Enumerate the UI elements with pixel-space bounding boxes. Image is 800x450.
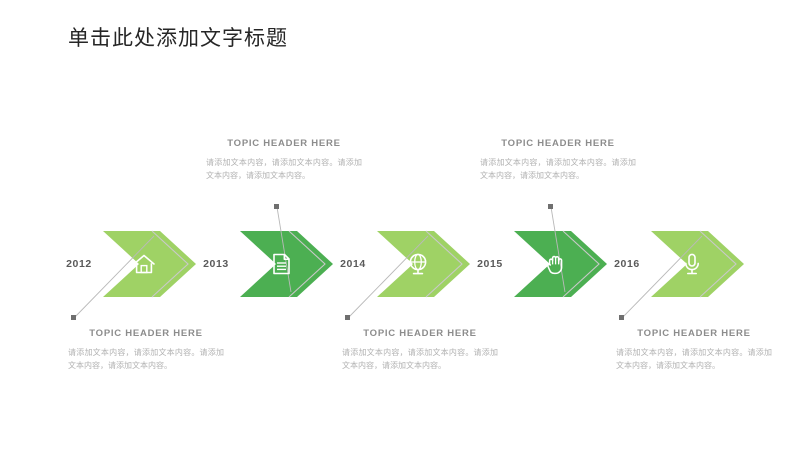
connector-2016 xyxy=(619,235,703,320)
page-title: 单击此处添加文字标题 xyxy=(68,27,288,50)
caption-block-2012: TOPIC HEADER HERE 请添加文本内容，请添加文本内容。请添加文本内… xyxy=(68,328,224,372)
chevron-outline-2014 xyxy=(425,230,463,298)
caption-header: TOPIC HEADER HERE xyxy=(501,138,615,149)
chevron-outline-2013 xyxy=(288,230,326,298)
caption-header: TOPIC HEADER HERE xyxy=(637,328,751,339)
chevron-outline-2015 xyxy=(562,230,600,298)
chevron-outline-2012 xyxy=(151,230,189,298)
connector-2013 xyxy=(274,204,292,293)
hand-icon xyxy=(542,251,568,277)
caption-body: 请添加文本内容，请添加文本内容。请添加文本内容，请添加文本内容。 xyxy=(206,158,362,181)
home-icon xyxy=(131,251,157,277)
year-label-2012: 2012 xyxy=(66,258,92,270)
caption-header: TOPIC HEADER HERE xyxy=(227,138,341,149)
connector-2015 xyxy=(548,204,566,293)
caption-block-2015: TOPIC HEADER HERE 请添加文本内容，请添加文本内容。请添加文本内… xyxy=(480,138,636,182)
caption-block-2014: TOPIC HEADER HERE 请添加文本内容，请添加文本内容。请添加文本内… xyxy=(342,328,498,372)
caption-body: 请添加文本内容，请添加文本内容。请添加文本内容，请添加文本内容。 xyxy=(68,348,224,371)
microphone-icon xyxy=(679,251,705,277)
year-label-2014: 2014 xyxy=(340,258,366,270)
caption-body: 请添加文本内容，请添加文本内容。请添加文本内容，请添加文本内容。 xyxy=(480,158,636,181)
document-icon xyxy=(268,251,294,277)
caption-block-2013: TOPIC HEADER HERE 请添加文本内容，请添加文本内容。请添加文本内… xyxy=(206,138,362,182)
caption-body: 请添加文本内容，请添加文本内容。请添加文本内容，请添加文本内容。 xyxy=(616,348,772,371)
year-label-2013: 2013 xyxy=(203,258,229,270)
chevron-outline-2016 xyxy=(699,230,737,298)
connector-2014 xyxy=(345,235,429,320)
connector-2012 xyxy=(71,235,155,320)
year-label-2015: 2015 xyxy=(477,258,503,270)
caption-header: TOPIC HEADER HERE xyxy=(363,328,477,339)
caption-body: 请添加文本内容，请添加文本内容。请添加文本内容，请添加文本内容。 xyxy=(342,348,498,371)
caption-header: TOPIC HEADER HERE xyxy=(89,328,203,339)
caption-block-2016: TOPIC HEADER HERE 请添加文本内容，请添加文本内容。请添加文本内… xyxy=(616,328,772,372)
year-label-2016: 2016 xyxy=(614,258,640,270)
globe-icon xyxy=(405,251,431,277)
